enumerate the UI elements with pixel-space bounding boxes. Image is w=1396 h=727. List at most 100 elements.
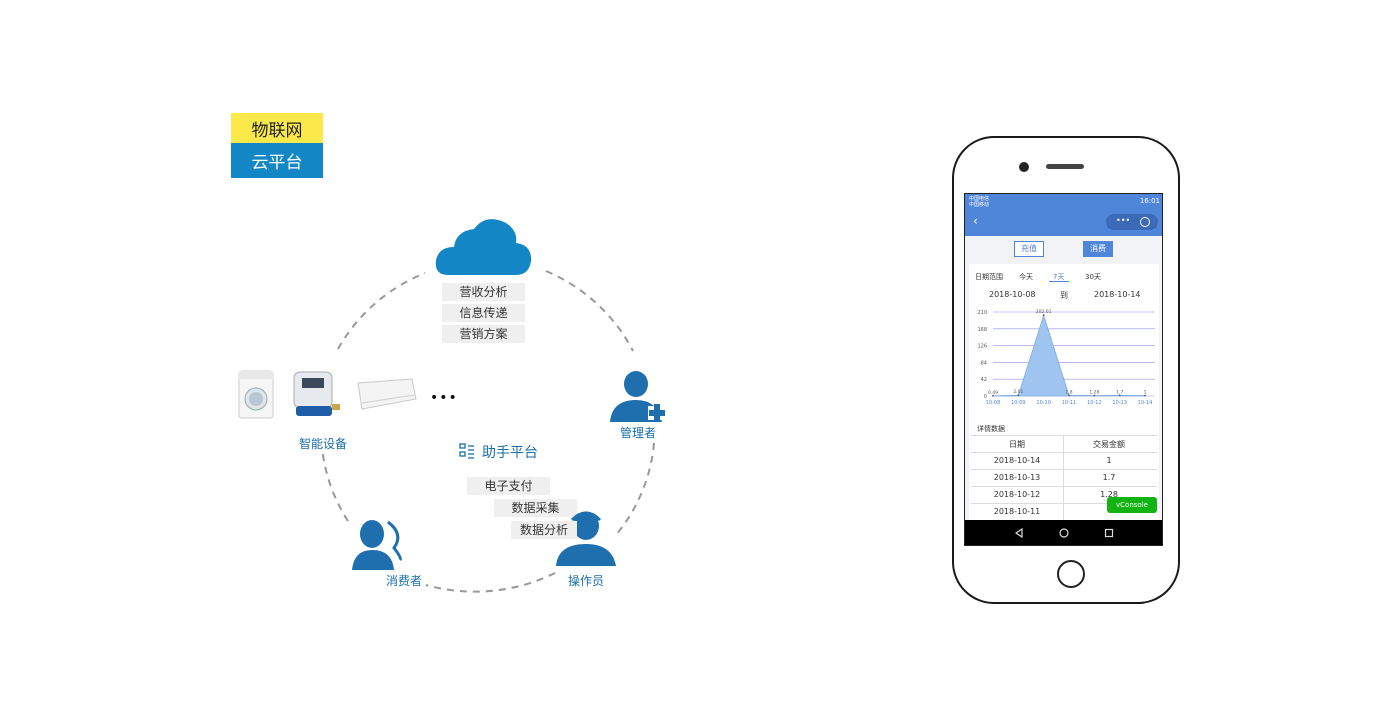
table-row-date: 2018-10-12 [993,490,1041,499]
nav-home-icon[interactable] [1059,528,1069,538]
ring-arc-right [615,442,655,536]
data-point [1144,394,1146,397]
filter-30days[interactable]: 30天 [1085,273,1101,281]
cloud-icon [435,219,532,275]
service-marketing-plan: 营销方案 [442,325,525,343]
table-row-amount: 1.7 [1102,473,1116,482]
badge-iot: 物联网 [231,113,323,143]
y-tick-label: 168 [977,327,987,333]
x-tick-label: 10-13 [1112,400,1127,406]
y-tick-label: 0 [984,394,987,400]
manager-icon [610,371,668,422]
data-value-label: 1.7 [1116,389,1123,395]
consumer-label: 消费者 [385,574,422,588]
ring-arc-top-right [545,270,634,352]
table-header-date: 日期 [1009,440,1025,449]
row-divider [971,452,1157,453]
date-to-label: 到 [1060,291,1068,300]
operator-icon [556,511,616,566]
table-row-amount: 1 [1106,456,1112,465]
table-header-amount: 交易金额 [1093,440,1125,449]
app-header: 中国电信 中国移动 16:01 ‹ ••• [965,194,1162,236]
x-tick-label: 10-11 [1062,400,1077,406]
data-value-label: 202.01 [1036,309,1052,315]
badge-cloud-platform: 云平台 [231,143,323,178]
data-value-label: 2.01 [1013,389,1023,395]
filter-active-underline [1049,281,1069,282]
nav-bar [965,520,1162,545]
devices-label: 智能设备 [298,437,347,451]
data-value-label: 1 [1144,390,1147,396]
table-row-amount: 1.28 [1100,490,1118,499]
x-tick-label: 10-08 [986,400,1001,406]
date-to[interactable]: 2018-10-14 [1094,290,1141,299]
x-tick-label: 10-14 [1138,400,1153,406]
manager-label: 管理者 [619,426,656,440]
phone-speaker [1046,164,1084,169]
feature-data-collection: 数据采集 [494,499,577,517]
status-time: 16:01 [1139,197,1160,205]
consumer-icon [352,520,402,570]
date-range-label: 日期范围 [975,273,1003,281]
phone-home-button[interactable] [1057,560,1085,588]
data-point [1068,394,1070,397]
detail-title: 详情数据 [977,425,1005,433]
y-tick-label: 84 [981,360,987,366]
washing-machine-icon [238,370,274,419]
nav-back-icon[interactable] [1014,528,1024,538]
table-row-date: 2018-10-14 [993,456,1041,465]
close-circle-icon[interactable] [1140,217,1150,227]
table-column-divider [1063,435,1064,520]
water-meter-icon [293,371,340,416]
ring-arc-top-left [337,272,426,350]
feature-e-payment: 电子支付 [467,477,550,495]
ring-arc-bottom [425,572,556,593]
data-value-label: 0.49 [988,390,998,396]
grid-list-icon [459,443,474,459]
series-area [992,314,1146,397]
carrier-1: 中国电信 [969,196,990,202]
table-row-date: 2018-10-11 [993,507,1041,516]
mini-program-capsule: ••• [1106,214,1158,230]
data-value-label: 1.8 [1065,389,1072,395]
x-tick-label: 10-09 [1011,400,1026,406]
nav-recent-icon[interactable] [1104,528,1114,538]
data-point [1042,314,1045,317]
service-revenue-analysis: 营收分析 [442,283,525,301]
row-divider [971,486,1157,487]
more-devices-ellipsis: ••• [430,390,458,406]
table-border-top [971,435,1157,436]
y-tick-label: 210 [977,310,987,316]
filter-today[interactable]: 今天 [1019,273,1033,281]
data-point [1017,394,1020,397]
air-conditioner-icon [357,378,417,410]
tab-consume[interactable]: 消费 [1083,241,1113,257]
date-from[interactable]: 2018-10-08 [989,290,1036,299]
operator-label: 操作员 [567,574,604,588]
filter-7days[interactable]: 7天 [1053,273,1065,281]
row-divider [971,469,1157,470]
back-chevron-icon[interactable]: ‹ [973,214,978,228]
tab-recharge[interactable]: 充值 [1014,241,1044,257]
ring-arc-left [321,446,349,522]
carrier-2: 中国移动 [969,202,990,208]
phone-camera [1019,162,1029,172]
data-point [992,394,994,397]
row-divider [971,503,1157,504]
y-tick-label: 42 [981,377,987,383]
vconsole-button[interactable]: vConsole [1107,497,1157,513]
x-tick-label: 10-12 [1087,400,1102,406]
data-point [1093,394,1096,397]
more-dots-icon[interactable]: ••• [1116,216,1131,225]
service-info-delivery: 信息传递 [442,304,525,322]
table-row-date: 2018-10-13 [993,473,1041,482]
data-value-label: 1.28 [1089,389,1099,395]
x-tick-label: 10-10 [1036,400,1051,406]
phone-screen: 中国电信 中国移动 16:01 ‹ ••• 充值 消费 日期范围 今天 7天 3… [964,193,1163,546]
feature-data-analysis: 数据分析 [511,521,577,539]
dashed-circle [321,270,655,593]
data-point [1118,394,1121,397]
y-tick-label: 126 [977,344,987,350]
assistant-platform-title: 助手平台 [482,445,538,461]
consume-chart: 0 42 84 126 168 210 0.49 2.01 202.01 1.8 1.28 1.7 1 1… [977,309,1155,406]
